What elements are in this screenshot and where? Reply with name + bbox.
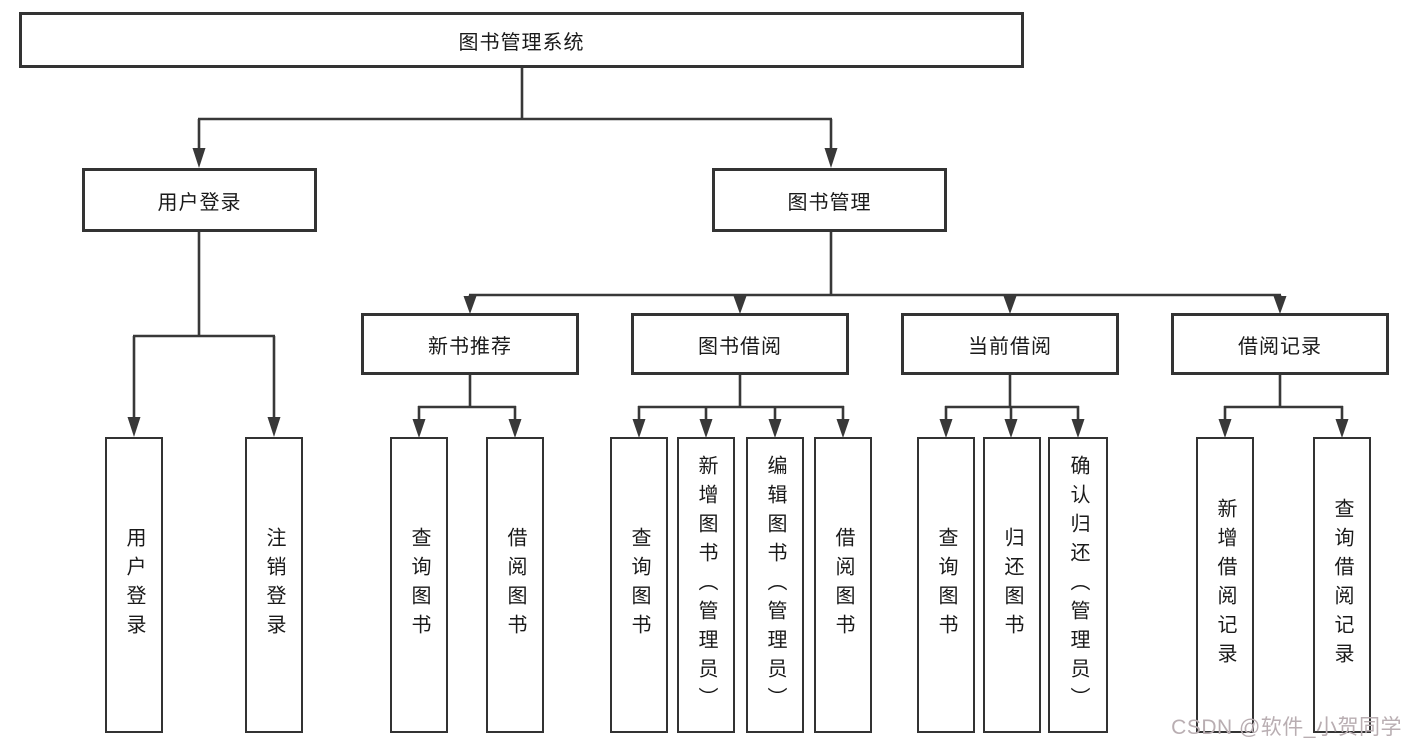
leaf-bb-add-books-admin: 新增图书（管理员） bbox=[677, 437, 735, 733]
leaf-user-login: 用户登录 bbox=[105, 437, 163, 733]
leaf-label: 注销登录 bbox=[263, 527, 285, 643]
leaf-nbr-borrow-books: 借阅图书 bbox=[486, 437, 544, 733]
leaf-bb-edit-books-admin: 编辑图书（管理员） bbox=[746, 437, 804, 733]
node-book-borrow: 图书借阅 bbox=[631, 313, 849, 375]
leaf-label: 确认归还（管理员） bbox=[1067, 454, 1089, 716]
leaf-label: 查询图书 bbox=[408, 527, 430, 643]
leaf-label: 借阅图书 bbox=[832, 527, 854, 643]
node-new-book-recommend: 新书推荐 bbox=[361, 313, 579, 375]
leaf-bb-query-books: 查询图书 bbox=[610, 437, 668, 733]
leaf-label: 归还图书 bbox=[1001, 527, 1023, 643]
leaf-label: 查询图书 bbox=[628, 527, 650, 643]
node-borrow-records: 借阅记录 bbox=[1171, 313, 1389, 375]
node-root: 图书管理系统 bbox=[19, 12, 1024, 68]
leaf-nbr-query-books: 查询图书 bbox=[390, 437, 448, 733]
leaf-label: 借阅图书 bbox=[504, 527, 526, 643]
csdn-watermark: CSDN @软件_小贺同学 bbox=[1171, 716, 1402, 739]
leaf-cb-confirm-return-admin: 确认归还（管理员） bbox=[1048, 437, 1108, 733]
node-book-management: 图书管理 bbox=[712, 168, 947, 232]
leaf-label: 用户登录 bbox=[123, 527, 145, 643]
leaf-cb-query-books: 查询图书 bbox=[917, 437, 975, 733]
leaf-bb-borrow-books: 借阅图书 bbox=[814, 437, 872, 733]
leaf-label: 查询图书 bbox=[935, 527, 957, 643]
leaf-logout: 注销登录 bbox=[245, 437, 303, 733]
leaf-label: 新增借阅记录 bbox=[1214, 498, 1236, 672]
node-user-login: 用户登录 bbox=[82, 168, 317, 232]
leaf-br-add-record: 新增借阅记录 bbox=[1196, 437, 1254, 733]
leaf-cb-return-books: 归还图书 bbox=[983, 437, 1041, 733]
leaf-br-query-record: 查询借阅记录 bbox=[1313, 437, 1371, 733]
leaf-label: 编辑图书（管理员） bbox=[764, 454, 786, 716]
node-current-borrow: 当前借阅 bbox=[901, 313, 1119, 375]
leaf-label: 查询借阅记录 bbox=[1331, 498, 1353, 672]
leaf-label: 新增图书（管理员） bbox=[695, 454, 717, 716]
